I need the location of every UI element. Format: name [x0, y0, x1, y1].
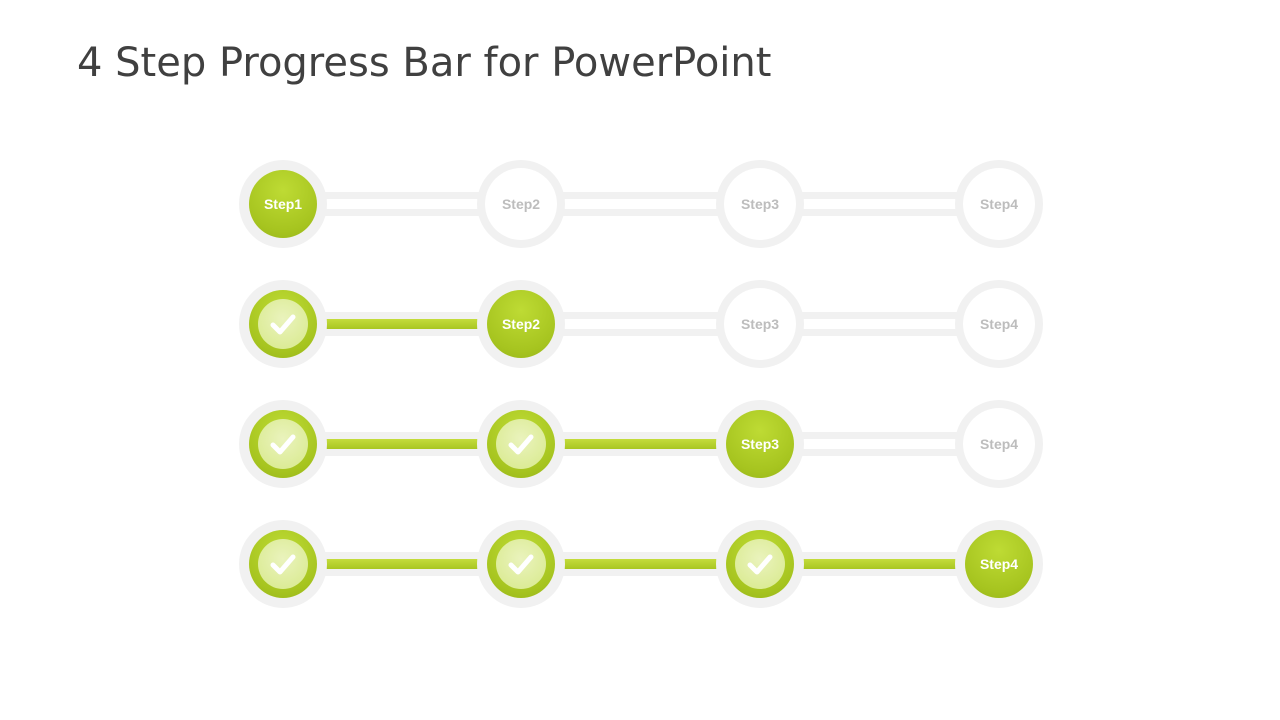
- checkmark-icon: [735, 539, 785, 589]
- step-label: Step4: [979, 436, 1019, 452]
- step-label: Step1: [263, 196, 303, 212]
- progress-bar-row: Step1 Step2 Step3 Step4: [0, 280, 1280, 370]
- step-node: Step4: [955, 520, 1043, 608]
- step-label: Step2: [501, 316, 541, 332]
- progress-bar-row: Step1 Step2 Step3 Step4: [0, 520, 1280, 610]
- step-label: Step2: [501, 196, 541, 212]
- step-node: Step1: [239, 160, 327, 248]
- step-node: Step2: [477, 280, 565, 368]
- step-label: Step4: [979, 196, 1019, 212]
- step-node: Step2: [477, 400, 565, 488]
- progress-track: [283, 192, 999, 216]
- step-node: Step3: [716, 280, 804, 368]
- slide-title: 4 Step Progress Bar for PowerPoint: [77, 40, 772, 86]
- step-node: Step4: [955, 160, 1043, 248]
- step-node: Step4: [955, 280, 1043, 368]
- checkmark-icon: [496, 419, 546, 469]
- step-node: Step3: [716, 520, 804, 608]
- checkmark-icon: [258, 299, 308, 349]
- step-node: Step2: [477, 160, 565, 248]
- checkmark-icon: [496, 539, 546, 589]
- step-node: Step3: [716, 400, 804, 488]
- step-node: Step1: [239, 280, 327, 368]
- step-label: Step3: [740, 316, 780, 332]
- step-node: Step1: [239, 520, 327, 608]
- checkmark-icon: [258, 419, 308, 469]
- step-node: Step1: [239, 400, 327, 488]
- progress-fill: [283, 559, 999, 569]
- step-label: Step4: [979, 556, 1019, 572]
- step-label: Step4: [979, 316, 1019, 332]
- progress-fill: [283, 319, 521, 329]
- step-node: Step2: [477, 520, 565, 608]
- progress-bar-row: Step1 Step2 Step3 Step4: [0, 400, 1280, 490]
- progress-bar-row: Step1 Step2 Step3 Step4: [0, 160, 1280, 250]
- checkmark-icon: [258, 539, 308, 589]
- step-label: Step3: [740, 436, 780, 452]
- step-node: Step3: [716, 160, 804, 248]
- step-label: Step3: [740, 196, 780, 212]
- step-node: Step4: [955, 400, 1043, 488]
